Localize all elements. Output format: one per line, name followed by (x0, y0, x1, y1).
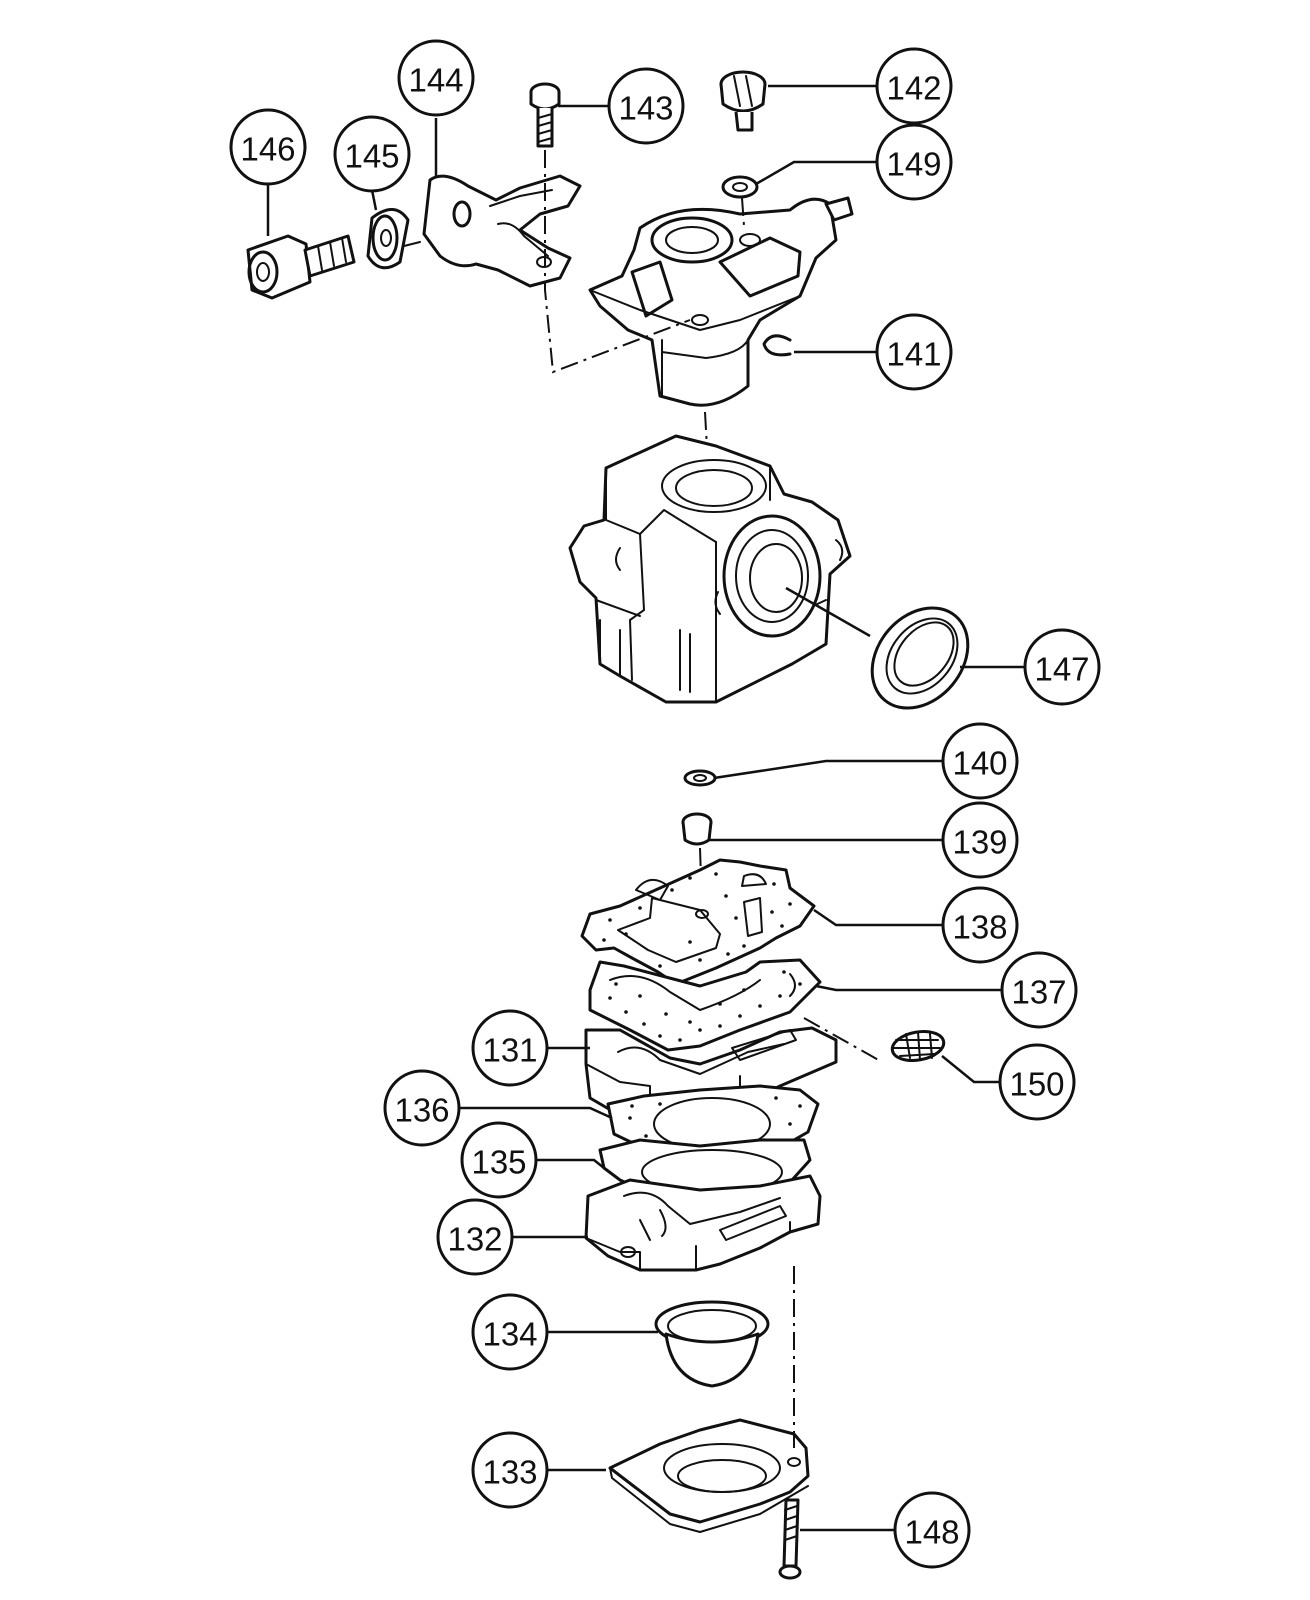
part-148-screw (778, 1498, 802, 1580)
part-141-clip (762, 334, 792, 357)
part-carburetor-upper-body (588, 196, 854, 407)
svg-text:141: 141 (886, 336, 941, 373)
svg-text:142: 142 (886, 70, 941, 107)
svg-text:131: 131 (482, 1032, 537, 1069)
part-137-diaphragm (588, 958, 822, 1052)
callout-131: 131 (471, 1009, 549, 1087)
svg-text:147: 147 (1034, 651, 1089, 688)
svg-text:135: 135 (471, 1144, 526, 1181)
axis-line-upper-screw (544, 150, 691, 374)
svg-text:148: 148 (904, 1514, 959, 1551)
part-140-washer (683, 769, 717, 787)
svg-text:133: 133 (482, 1454, 537, 1491)
part-137-diaphragm-dots (608, 970, 802, 1042)
callout-138: 138 (941, 886, 1019, 964)
part-145-axis (403, 241, 421, 247)
callout-149: 149 (875, 123, 953, 201)
callout-134: 134 (471, 1293, 549, 1371)
axis-line-150 (803, 1017, 883, 1063)
part-138-gasket (580, 858, 816, 986)
callout-139: 139 (941, 801, 1019, 879)
callout-150: 150 (998, 1043, 1076, 1121)
svg-text:134: 134 (482, 1316, 537, 1353)
svg-text:150: 150 (1009, 1066, 1064, 1103)
part-149-washer (721, 175, 759, 199)
svg-text:139: 139 (952, 824, 1007, 861)
part-138-gasket-dots (602, 872, 792, 968)
axis-line-upper-149 (741, 197, 745, 227)
callout-140: 140 (941, 722, 1019, 800)
callout-135: 135 (460, 1121, 538, 1199)
part-144-bracket (422, 174, 582, 288)
part-150-screen (890, 1029, 946, 1063)
part-147-seal (870, 606, 970, 710)
part-133-cover (608, 1418, 810, 1533)
svg-text:143: 143 (618, 90, 673, 127)
svg-text:146: 146 (240, 131, 295, 168)
part-145-washer (366, 208, 410, 270)
part-142-adjust-screw (719, 70, 767, 132)
callout-132: 132 (436, 1198, 514, 1276)
callout-147: 147 (1023, 628, 1101, 706)
callout-146: 146 (229, 108, 307, 186)
callout-148: 148 (893, 1491, 971, 1569)
callout-143: 143 (607, 67, 685, 145)
callout-133: 133 (471, 1431, 549, 1509)
svg-text:138: 138 (952, 909, 1007, 946)
part-carburetor-main-body (568, 434, 852, 704)
svg-text:144: 144 (408, 62, 463, 99)
part-132-lower-body (584, 1174, 822, 1272)
callout-144: 144 (397, 39, 475, 117)
part-139-valve (681, 812, 713, 846)
part-143-screw (529, 82, 561, 148)
part-147-axis (785, 586, 871, 638)
svg-text:137: 137 (1011, 974, 1066, 1011)
callout-142: 142 (875, 47, 953, 125)
svg-text:145: 145 (344, 138, 399, 175)
callout-136: 136 (383, 1069, 461, 1147)
svg-text:132: 132 (447, 1221, 502, 1258)
leader-lines (266, 84, 1025, 1532)
callout-137: 137 (1000, 951, 1078, 1029)
callout-145: 145 (333, 115, 411, 193)
callout-141: 141 (875, 313, 953, 391)
part-146-fitting (246, 234, 356, 300)
svg-text:149: 149 (886, 146, 941, 183)
svg-text:136: 136 (394, 1092, 449, 1129)
svg-text:140: 140 (952, 745, 1007, 782)
part-134-cup (654, 1300, 770, 1388)
